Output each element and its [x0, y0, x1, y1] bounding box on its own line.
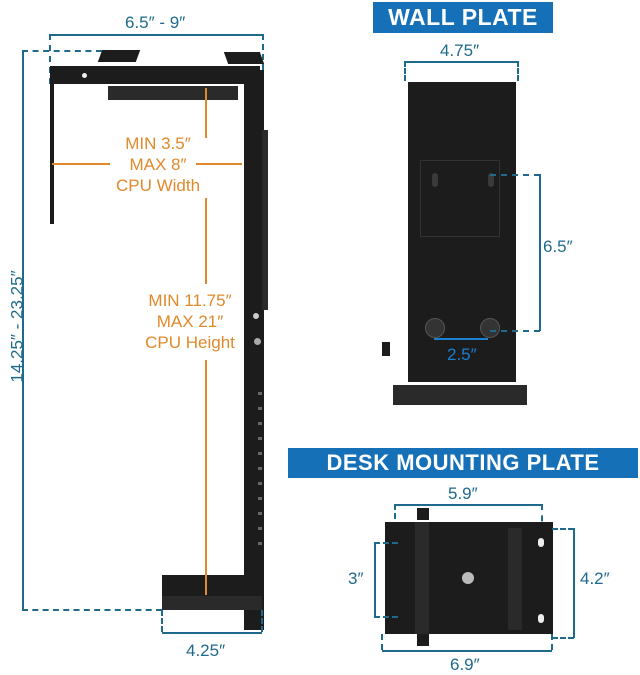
desk-right-tick-top — [552, 528, 574, 530]
center-bolt — [462, 572, 474, 584]
wall-plate-bottom-bracket — [393, 385, 527, 405]
post-edge — [262, 130, 268, 310]
left-arm — [50, 84, 54, 224]
keyhole-left — [432, 173, 438, 187]
wall-v-tick-top — [490, 174, 540, 176]
wall-plate-title: WALL PLATE — [373, 2, 553, 33]
bottom-width-label: 4.25″ — [186, 641, 226, 660]
height-line — [22, 50, 24, 610]
top-clamp-right — [223, 52, 265, 64]
wall-vertical-line — [539, 174, 541, 331]
desk-top-label: 5.9″ — [448, 484, 478, 503]
cpu-width-line-right — [196, 163, 242, 165]
wall-width-tick-left — [404, 61, 406, 81]
bottom-tray-lip — [162, 596, 262, 610]
desk-top-line — [395, 504, 542, 506]
desk-left-line — [374, 542, 376, 617]
desk-left-tick-top — [374, 542, 398, 544]
wall-width-tick-right — [517, 61, 519, 81]
height-top-tick — [22, 50, 102, 52]
top-width-line — [50, 34, 263, 36]
desk-bottom-tick-left — [381, 634, 383, 650]
wall-plate-width-line — [405, 61, 518, 63]
desk-left-label: 3″ — [348, 569, 364, 588]
top-rail-slide — [108, 86, 238, 100]
bottom-knob — [417, 634, 429, 646]
cpu-height-line-top-a — [205, 88, 207, 138]
height-range-label: 14.25″ - 23.25″ — [7, 270, 27, 383]
cpu-height-line-top — [205, 198, 207, 284]
desk-plate-title: DESK MOUNTING PLATE — [288, 448, 638, 478]
adjust-holes — [258, 380, 262, 550]
cpu-height-line-bottom — [205, 360, 207, 595]
desk-bottom-label: 6.9″ — [450, 655, 480, 674]
keyhole-right — [488, 173, 494, 187]
top-clamp-left — [97, 50, 141, 62]
desk-bottom-tick-right — [551, 634, 553, 650]
rail-hole — [82, 73, 87, 78]
desk-bottom-line — [382, 650, 552, 652]
slot-top-right — [538, 538, 544, 547]
knob-screw — [253, 313, 259, 319]
desk-right-line — [573, 528, 575, 638]
keyhole-panel — [420, 160, 500, 237]
hole-spacing-line — [434, 338, 488, 340]
top-width-tick-right — [262, 34, 264, 70]
bottom-width-tick-right — [261, 610, 263, 632]
mount-screw-left — [425, 318, 445, 338]
cpu-width-line-left — [52, 163, 110, 165]
wall-v-tick-bottom — [490, 330, 540, 332]
bottom-width-tick-left — [161, 610, 163, 632]
cpu-height-label: MIN 11.75″ MAX 21″ CPU Height — [145, 291, 235, 352]
desk-left-tick-bottom — [374, 616, 398, 618]
height-bottom-tick — [22, 609, 162, 611]
slot-bottom-right — [538, 614, 544, 623]
mount-screw-right — [480, 318, 500, 338]
top-rail — [50, 66, 260, 84]
hex-bolt — [254, 338, 261, 345]
bottom-width-line — [162, 632, 262, 634]
wall-plate-width-label: 4.75″ — [440, 41, 480, 60]
cpu-width-label: MIN 3.5″ MAX 8″ CPU Width — [115, 134, 201, 195]
desk-plate-rib-right — [508, 528, 522, 630]
top-width-tick-left — [49, 34, 51, 84]
wall-vertical-label: 6.5″ — [543, 237, 573, 256]
desk-right-label: 4.2″ — [580, 569, 610, 588]
hole-spacing-label: 2.5″ — [447, 345, 477, 364]
top-width-label: 6.5″ - 9″ — [125, 13, 186, 32]
side-knob — [382, 342, 390, 356]
desk-right-tick-bottom — [552, 637, 574, 639]
desk-plate-rib-left — [415, 522, 429, 634]
top-knob — [417, 508, 429, 520]
